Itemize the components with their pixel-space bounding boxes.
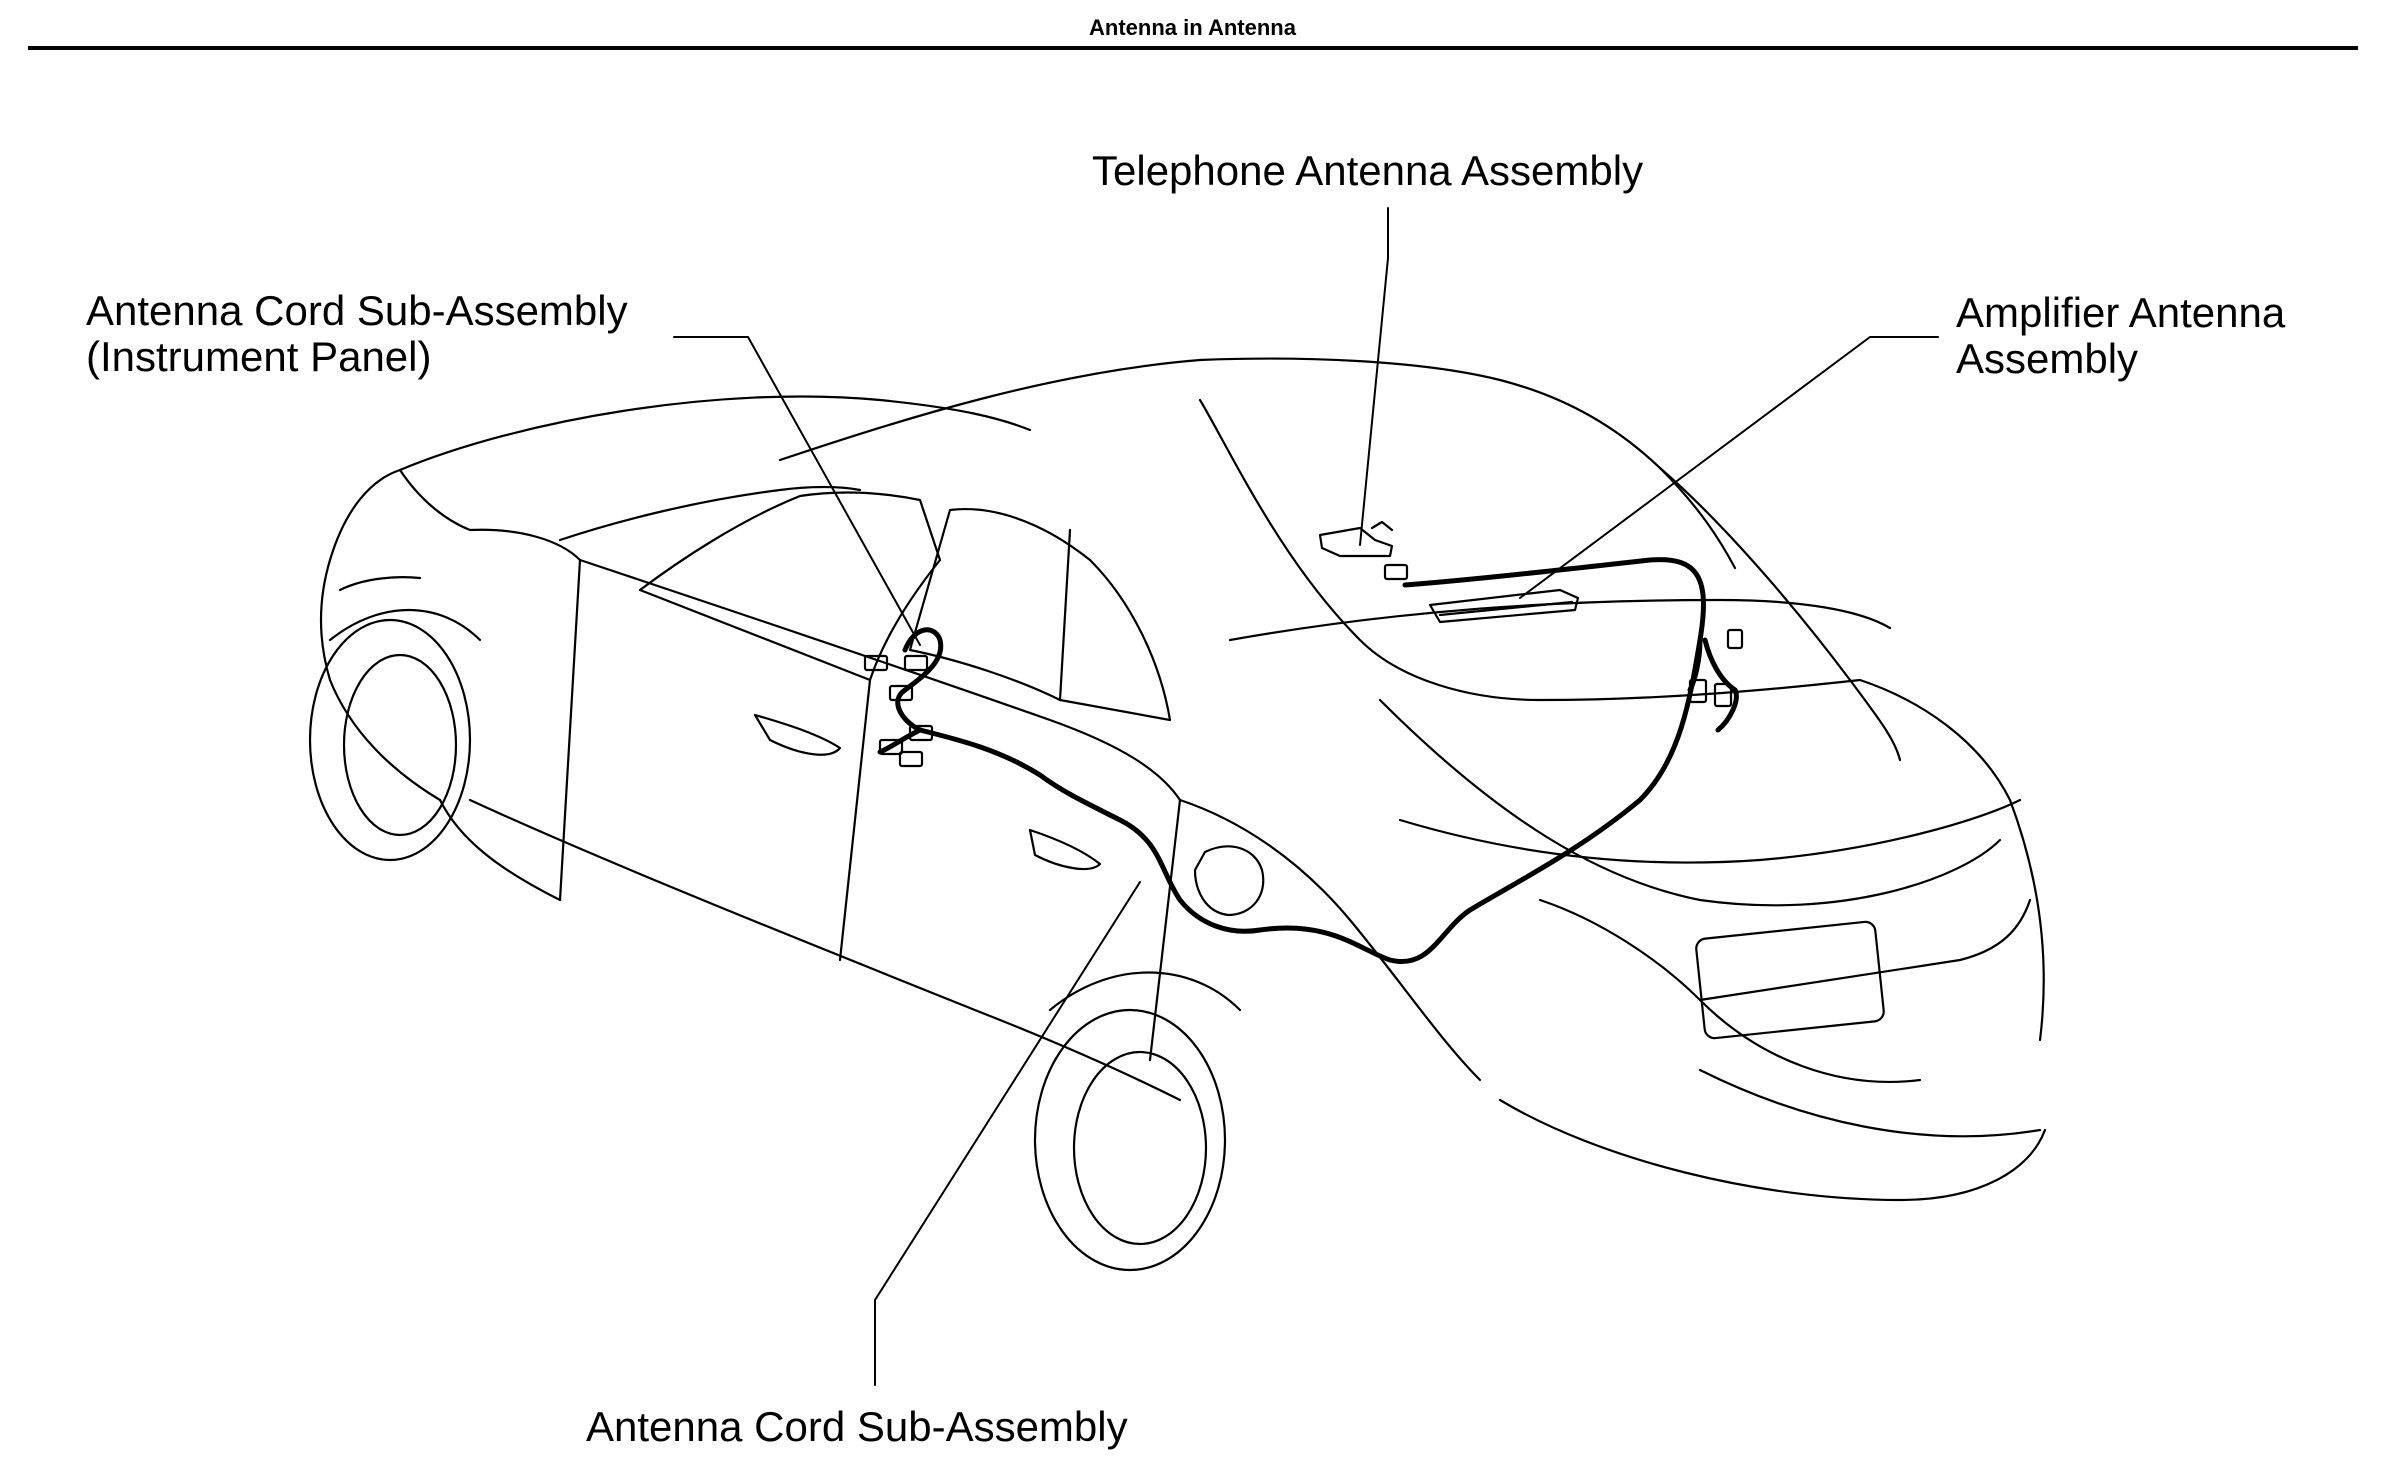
leader-lines — [673, 207, 1939, 1386]
amplifier-antenna-assembly — [1428, 588, 1580, 624]
header-divider — [28, 46, 2358, 50]
car-body-outline — [319, 357, 2047, 1202]
cord-sub-assembly-label: Antenna Cord Sub-Assembly — [586, 1403, 1128, 1450]
telephone-antenna-label: Telephone Antenna Assembly — [1092, 147, 1644, 194]
telephone-antenna-assembly — [1318, 520, 1409, 581]
front-wheel — [308, 608, 482, 862]
amplifier-antenna-line2: Assembly — [1956, 335, 2139, 382]
cord-instrument-panel-label: Antenna Cord Sub-Assembly (Instrument Pa… — [86, 288, 628, 380]
door-handles — [753, 713, 1102, 871]
amplifier-antenna-line1: Amplifier Antenna — [1956, 289, 2286, 336]
amplifier-antenna-label: Amplifier Antenna Assembly — [1956, 290, 2285, 382]
antenna-cord-harness — [877, 557, 1739, 965]
cord-instrument-panel-line1: Antenna Cord Sub-Assembly — [86, 287, 628, 334]
cord-instrument-panel-line2: (Instrument Panel) — [86, 333, 432, 380]
fuel-lid — [1193, 845, 1265, 917]
page-title: Antenna in Antenna — [1089, 15, 1296, 40]
rear-wheel — [1033, 971, 1242, 1272]
harness-connectors — [863, 628, 1744, 768]
